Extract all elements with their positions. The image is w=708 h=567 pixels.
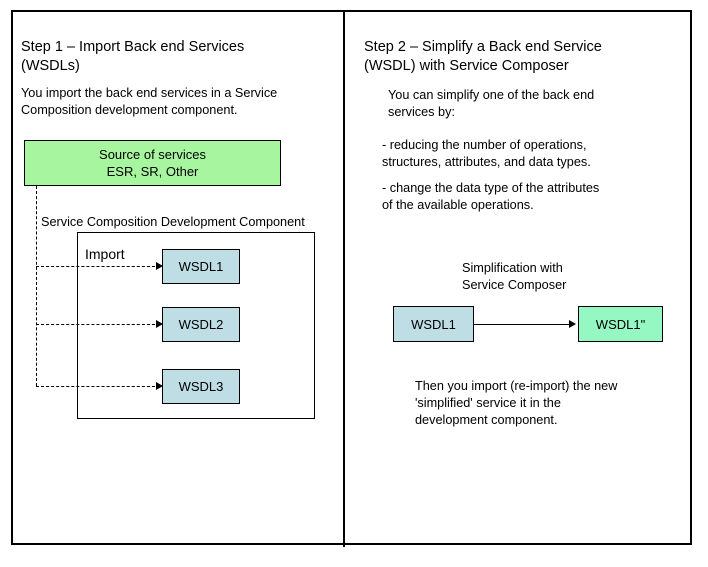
- source-box-line2: ESR, SR, Other: [106, 164, 199, 179]
- flow-source-label: WSDL1: [411, 316, 456, 332]
- wsdl3-node-label: WSDL3: [178, 379, 224, 394]
- panel-divider: [343, 10, 345, 547]
- wsdl3-node[interactable]: WSDL3: [162, 369, 240, 404]
- right-panel-footer: Then you import (re-import) the new 'sim…: [415, 379, 618, 427]
- flow-target-wsdl1-simplified-node[interactable]: WSDL1": [578, 306, 663, 342]
- service-composition-container-label: Service Composition Development Componen…: [41, 215, 305, 229]
- outer-frame: [11, 10, 692, 545]
- right-panel-title: Step 2 – Simplify a Back end Service (WS…: [364, 39, 602, 74]
- flow-target-label: WSDL1": [595, 316, 646, 332]
- arrowhead-wsdl3: [156, 382, 163, 390]
- source-of-services-box[interactable]: Source of services ESR, SR, Other: [24, 140, 281, 186]
- flow-source-wsdl1-node[interactable]: WSDL1: [393, 306, 474, 342]
- left-panel-title: Step 1 – Import Back end Services (WSDLs…: [21, 39, 245, 74]
- import-connector-wsdl1: [36, 266, 160, 267]
- import-trunk-connector: [36, 186, 37, 386]
- simplification-caption: Simplification with Service Composer: [462, 261, 567, 292]
- arrowhead-simplified: [569, 320, 576, 328]
- right-panel-paragraph-1: You can simplify one of the back end ser…: [388, 88, 595, 119]
- import-connector-wsdl3: [36, 386, 160, 387]
- import-connector-wsdl2: [36, 324, 160, 325]
- import-label: Import: [85, 246, 125, 262]
- wsdl1-node-label: WSDL1: [178, 259, 224, 274]
- wsdl2-node[interactable]: WSDL2: [162, 307, 240, 342]
- development-component-box: [77, 232, 315, 419]
- right-panel-paragraph-2: - reducing the number of operations, str…: [382, 138, 591, 169]
- right-panel-paragraph-3: - change the data type of the attributes…: [382, 181, 600, 212]
- wsdl1-node[interactable]: WSDL1: [162, 249, 240, 284]
- left-panel-intro: You import the back end services in a Se…: [21, 86, 278, 117]
- source-box-line1: Source of services: [99, 147, 206, 162]
- simplification-connector: [474, 324, 570, 325]
- wsdl2-node-label: WSDL2: [178, 317, 224, 332]
- arrowhead-wsdl1: [156, 262, 163, 270]
- arrowhead-wsdl2: [156, 320, 163, 328]
